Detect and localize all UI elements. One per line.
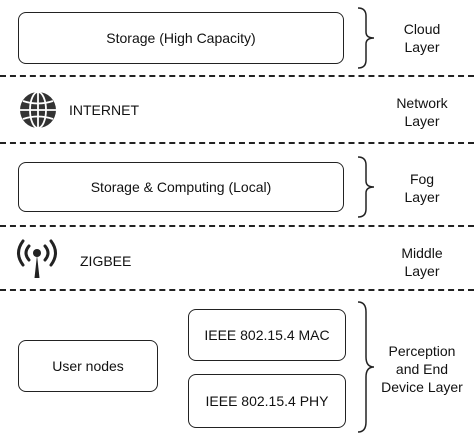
cloud-storage-label: Storage (High Capacity) <box>106 30 256 46</box>
ieee-mac-label: IEEE 802.15.4 MAC <box>204 327 330 343</box>
user-nodes-label: User nodes <box>52 358 124 374</box>
divider-cloud-network <box>0 75 474 77</box>
globe-icon <box>20 91 56 129</box>
zigbee-label: ZIGBEE <box>80 253 132 269</box>
cloud-layer-label: Cloud Layer <box>403 21 441 55</box>
divider-middle-perception <box>0 289 474 291</box>
middle-layer-label: Middle Layer <box>401 245 443 279</box>
cloud-storage-box: Storage (High Capacity) <box>18 12 344 64</box>
network-layer-label: Network Layer <box>396 95 448 129</box>
user-nodes-box: User nodes <box>18 340 158 392</box>
fog-layer-brace <box>357 156 375 218</box>
ieee-mac-box: IEEE 802.15.4 MAC <box>188 309 346 361</box>
fog-layer-label: Fog Layer <box>404 171 440 205</box>
internet-label: INTERNET <box>69 102 139 118</box>
divider-network-fog <box>0 142 474 144</box>
fog-storage-computing-box: Storage & Computing (Local) <box>18 162 344 212</box>
perception-layer-brace <box>357 301 375 433</box>
fog-storage-computing-label: Storage & Computing (Local) <box>90 179 272 195</box>
ieee-phy-label: IEEE 802.15.4 PHY <box>205 393 329 409</box>
divider-fog-middle <box>0 225 474 227</box>
perception-layer-label: Perception and End Device Layer <box>381 343 463 395</box>
ieee-phy-box: IEEE 802.15.4 PHY <box>188 374 346 428</box>
wireless-antenna-icon <box>17 239 57 278</box>
cloud-layer-brace <box>357 7 375 69</box>
